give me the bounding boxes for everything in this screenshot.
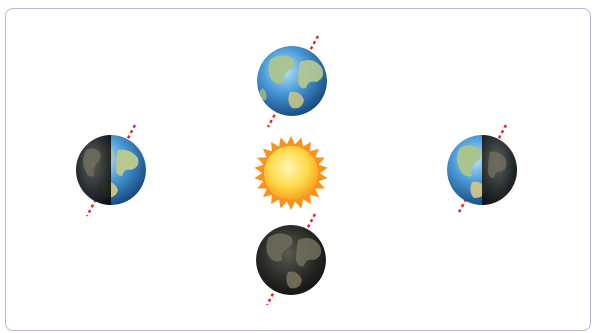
earth-left: [76, 124, 146, 217]
sun-core: [264, 146, 318, 200]
earth-globe-icon: [256, 225, 326, 295]
earth-globe-icon: [76, 135, 146, 205]
sun-icon: [254, 136, 328, 210]
earth-globe-icon: [447, 135, 517, 205]
earth-top: [257, 35, 327, 128]
earth-right: [447, 124, 517, 215]
earth-globe-icon: [257, 46, 327, 116]
earth-bottom: [256, 213, 326, 306]
